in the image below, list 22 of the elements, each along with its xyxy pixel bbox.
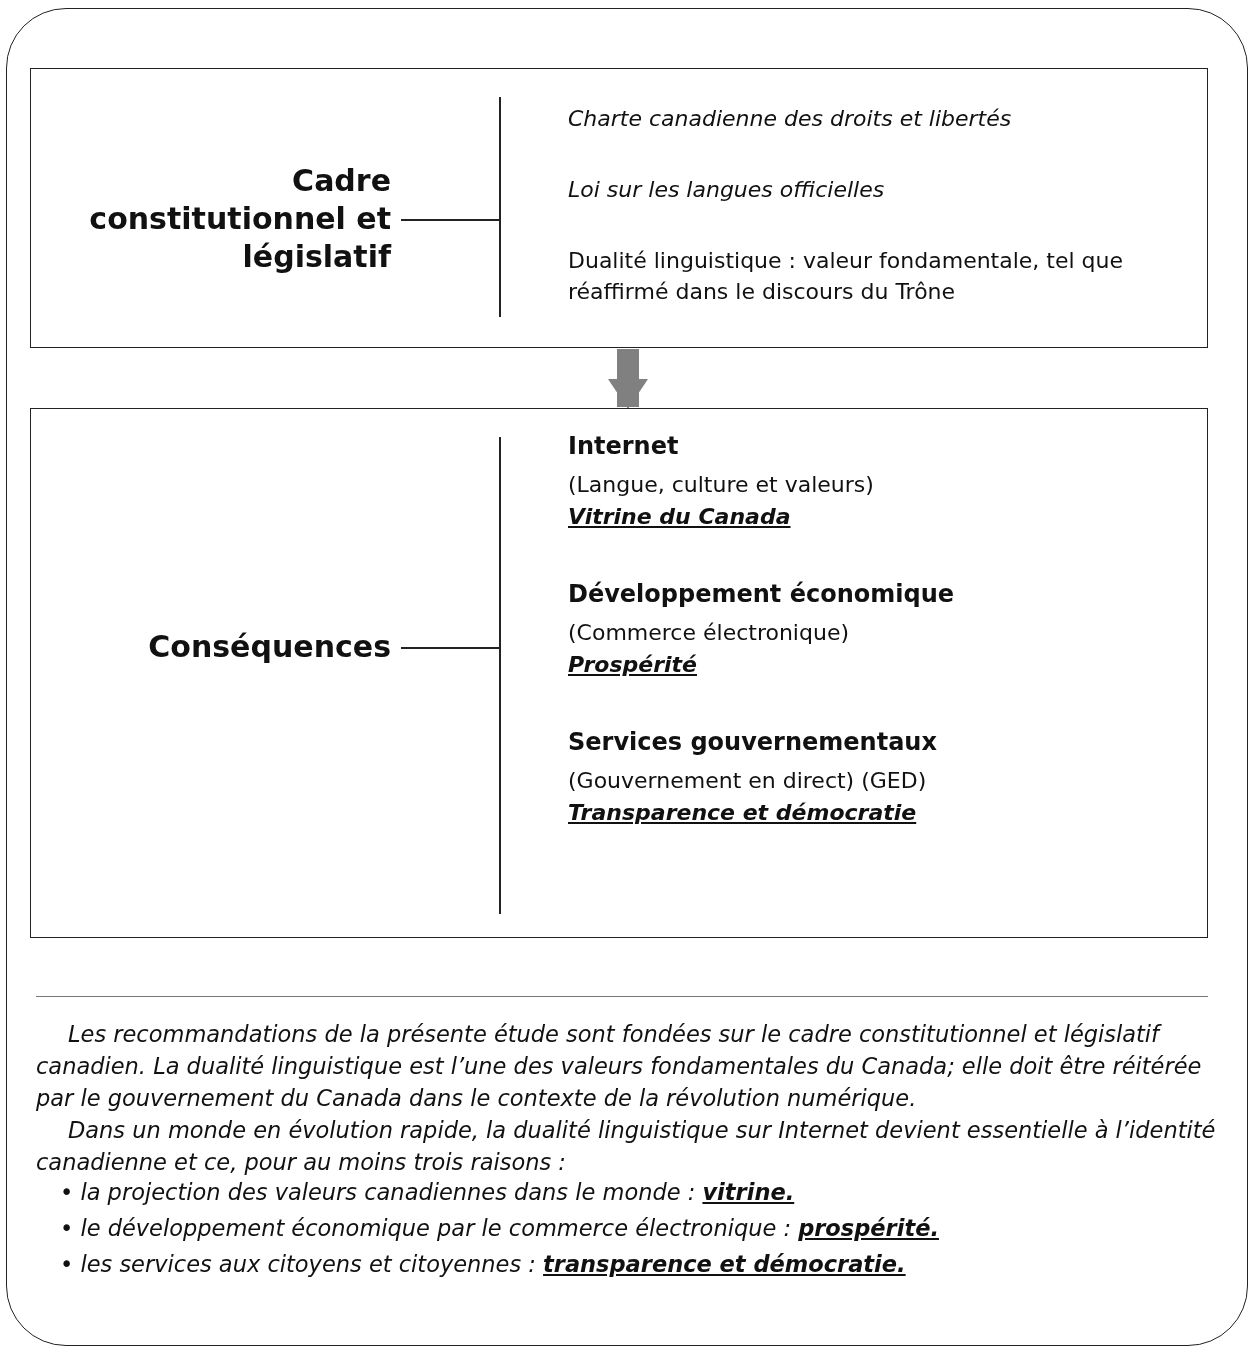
bullet-item: • les services aux citoyens et citoyennes : transparence et démocratie. [60, 1250, 907, 1279]
list-item: Prospérité [568, 651, 698, 679]
paragraph: Les recommandations de la présente étude sont fondées sur le cadre constitutionnel et législatif canadien. La dualité linguistique est l’une des valeurs fondamentales du Canada; elle doit être réitérée par le gouvernement du Canada dans le contexte de la révolution numérique. [36, 1020, 1203, 1113]
list-item: (Gouvernement en direct) (GED) [568, 767, 928, 795]
list-item: Internet [568, 431, 680, 462]
content-box [30, 408, 1208, 938]
content-box [30, 68, 1208, 348]
bullet-item: • le développement économique par le commerce électronique : prospérité. [60, 1214, 940, 1243]
arrow [608, 349, 648, 409]
list-item: Vitrine du Canada [568, 503, 792, 531]
list-item: Transparence et démocratie [568, 799, 918, 827]
box-heading: Cadre constitutionnel et législatif [88, 162, 391, 276]
list-item: Dualité linguistique : valeur fondamentale, tel que réaffirmé dans le discours du Trône [568, 247, 1125, 306]
box-heading: Conséquences [147, 628, 391, 666]
list-item: Développement économique [568, 579, 955, 610]
list-item: Charte canadienne des droits et libertés [568, 105, 1013, 133]
list-item: (Langue, culture et valeurs) [568, 471, 875, 499]
list-item: Services gouvernementaux [568, 727, 938, 758]
paragraph: Dans un monde en évolution rapide, la dualité linguistique sur Internet devient essentielle à l’identité canadienne et ce, pour au moins trois raisons : [36, 1116, 1216, 1177]
bullet-item: • la projection des valeurs canadiennes dans le monde : vitrine. [60, 1178, 796, 1207]
list-item: (Commerce électronique) [568, 619, 850, 647]
list-item: Loi sur les langues officielles [568, 176, 886, 204]
